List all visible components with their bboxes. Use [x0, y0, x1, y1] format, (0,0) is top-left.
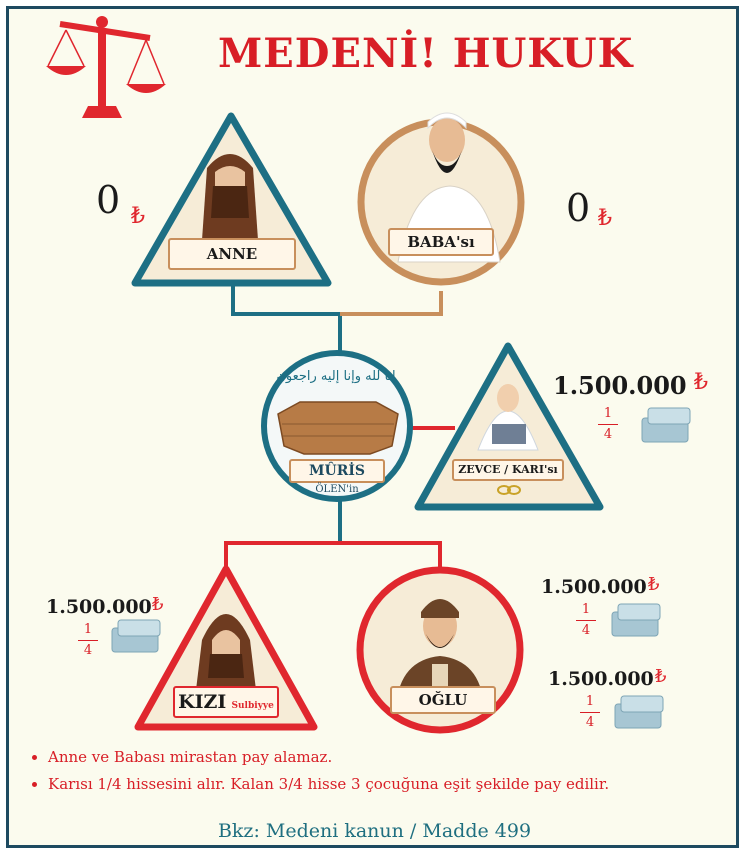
footer-reference: Bkz: Medeni kanun / Madde 499	[217, 820, 532, 842]
fraction-denominator: 4	[585, 715, 595, 730]
deceased-label: MÛRİS	[289, 459, 385, 483]
coffin-icon	[277, 401, 399, 455]
father-amount: 0	[566, 186, 591, 230]
fraction-bar	[576, 620, 596, 621]
son-currency-2: ₺	[655, 666, 667, 687]
connectors	[224, 283, 455, 568]
money-icon	[611, 603, 661, 637]
son-fraction-1: 1 4	[576, 602, 596, 639]
daughter-label: KIZI Sulbiyye	[173, 686, 279, 718]
daughter-currency: ₺	[152, 594, 164, 615]
fraction-denominator: 4	[581, 623, 591, 638]
note-item: Karısı 1/4 hissesini alır. Kalan 3/4 his…	[48, 775, 609, 793]
son-currency-1: ₺	[648, 574, 660, 595]
mother-amount: 0	[96, 178, 121, 222]
wife-label: ZEVCE / KARI'sı	[452, 459, 564, 481]
fraction-numerator: 1	[83, 622, 93, 637]
father-currency: ₺	[598, 206, 612, 231]
fraction-numerator: 1	[581, 602, 591, 617]
daughter-figure	[196, 614, 256, 690]
son-fraction-2: 1 4	[580, 694, 600, 731]
son-amount-1: 1.500.000	[541, 576, 647, 598]
note-item: Anne ve Babası mirastan pay alamaz.	[48, 748, 609, 766]
deceased-sublabel: ÖLEN'in	[315, 484, 359, 495]
scales-icon	[46, 16, 166, 118]
wife-fraction: 1 4	[598, 406, 618, 443]
wife-figure	[477, 384, 539, 451]
daughter-sublabel: Sulbiyye	[231, 701, 274, 711]
page-title: MEDENİ! HUKUK	[218, 30, 634, 77]
fraction-bar	[78, 640, 98, 641]
daughter-fraction: 1 4	[78, 622, 98, 659]
fraction-denominator: 4	[603, 427, 613, 442]
mother-currency: ₺	[131, 204, 145, 229]
daughter-label-text: KIZI	[178, 691, 227, 713]
mother-label: ANNE	[168, 238, 296, 270]
son-amount-2: 1.500.000	[548, 668, 654, 690]
wife-amount: 1.500.000	[553, 371, 687, 400]
fraction-numerator: 1	[585, 694, 595, 709]
wife-currency: ₺	[694, 370, 708, 395]
father-node	[357, 112, 525, 286]
mother-figure	[202, 154, 258, 240]
money-icon	[614, 695, 664, 729]
fraction-bar	[580, 712, 600, 713]
money-icon	[111, 619, 161, 653]
son-label: OĞLU	[390, 686, 496, 714]
notes-list: Anne ve Babası mirastan pay alamaz. Karı…	[32, 748, 609, 802]
arabic-calligraphy: إنا لله وإنا إليه راجعون	[276, 369, 395, 384]
fraction-bar	[598, 424, 618, 425]
fraction-numerator: 1	[603, 406, 613, 421]
father-label: BABA'sı	[388, 228, 494, 256]
fraction-denominator: 4	[83, 643, 93, 658]
money-icon	[641, 407, 691, 443]
rings-icon	[497, 485, 521, 495]
daughter-amount: 1.500.000	[46, 596, 152, 618]
